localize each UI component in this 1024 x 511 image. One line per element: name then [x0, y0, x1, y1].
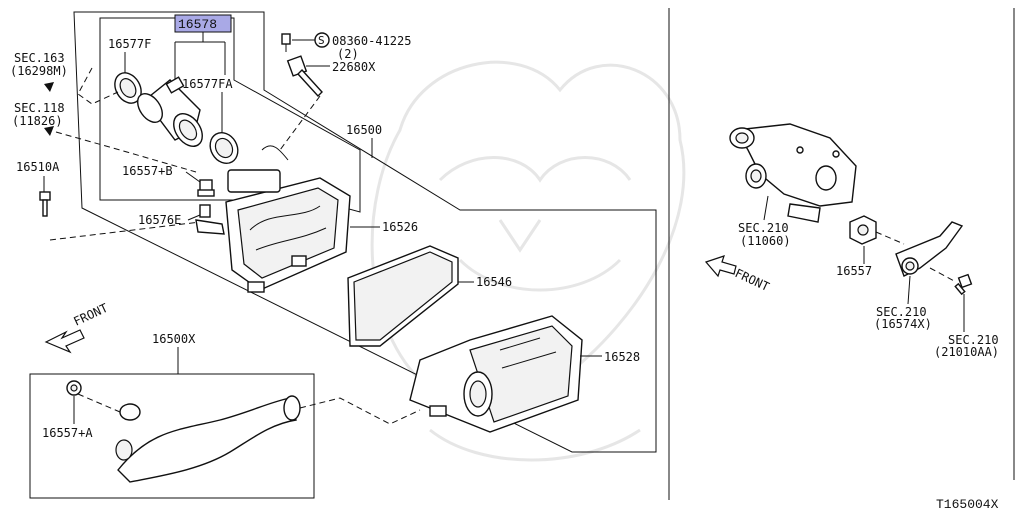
label-sec118[interactable]: SEC.118 — [14, 101, 65, 115]
label-sec210-21010aa-sub: (21010AA) — [934, 345, 999, 359]
dash-16510a — [49, 221, 201, 241]
label-16500x[interactable]: 16500X — [152, 332, 196, 346]
watermark-emblem — [370, 60, 686, 462]
clamp-16577fa-inner — [214, 137, 234, 159]
dash-16500x — [299, 397, 421, 425]
assembly-16500-outline — [73, 11, 657, 453]
label-16528[interactable]: 16528 — [604, 350, 640, 364]
dash-22680x — [279, 95, 321, 151]
grommet-16557a — [66, 380, 82, 396]
label-08360[interactable]: 08360-41225 — [332, 34, 411, 48]
sensor-22680x — [286, 55, 323, 98]
thermostat-housing-11060 — [729, 123, 857, 223]
front-arrow-right — [704, 255, 737, 278]
label-16557b[interactable]: 16557+B — [122, 164, 173, 178]
label-sec118-sub: (11826) — [12, 114, 63, 128]
air-cleaner-case-16526 — [225, 145, 351, 293]
arrow-sec118 — [44, 126, 54, 136]
label-16557[interactable]: 16557 — [836, 264, 872, 278]
bolt-21010aa — [954, 273, 973, 296]
screw-08360 — [281, 33, 291, 52]
label-16577f[interactable]: 16577F — [108, 37, 151, 51]
label-16578[interactable]: 16578 — [178, 17, 217, 32]
air-duct-16500x — [115, 395, 301, 483]
dash-16557 — [875, 231, 905, 245]
label-sec163[interactable]: SEC.163 — [14, 51, 65, 65]
label-22680x[interactable]: 22680X — [332, 60, 376, 74]
leader-sec210-11060 — [763, 195, 769, 221]
dash-sec163 — [77, 67, 119, 105]
arrow-sec163 — [44, 82, 54, 92]
air-flow-sensor-16578 — [136, 76, 203, 147]
clamp-16577f-inner — [119, 78, 137, 98]
leader-16576e — [187, 214, 201, 221]
label-sec163-sub: (16298M) — [10, 64, 68, 78]
label-sec210-21010aa[interactable]: SEC.210 — [948, 333, 999, 347]
leader-16557b — [185, 171, 201, 183]
screw-symbol: S — [318, 34, 325, 47]
label-08360-qty: (2) — [337, 47, 359, 61]
dash-16557a — [77, 393, 121, 413]
label-sec210-11060[interactable]: SEC.210 — [738, 221, 789, 235]
label-16557a[interactable]: 16557+A — [42, 426, 93, 440]
bracket-16574x — [895, 221, 964, 277]
assembly-16578-outline — [99, 17, 361, 213]
front-arrow-left — [44, 329, 85, 354]
leader-sec210-16574x — [907, 275, 911, 305]
label-front-left: FRONT — [71, 301, 110, 329]
screw-symbol-circle — [314, 32, 330, 48]
diagram-code: T165004X — [936, 497, 999, 511]
box-16500x — [29, 373, 315, 499]
dash-sec118 — [55, 131, 197, 173]
label-16526[interactable]: 16526 — [382, 220, 418, 234]
label-sec210-16574x-sub: (16574X) — [874, 317, 932, 331]
bracket-16576e — [195, 204, 225, 235]
air-cleaner-cover-16528 — [409, 315, 583, 433]
air-filter-16546 — [347, 245, 459, 347]
label-sec210-16574x[interactable]: SEC.210 — [876, 305, 927, 319]
label-16546[interactable]: 16546 — [476, 275, 512, 289]
grommet-16557b — [197, 179, 215, 197]
dash-16574x — [929, 267, 957, 283]
label-16577fa[interactable]: 16577FA — [182, 77, 233, 91]
label-sec210-11060-sub: (11060) — [740, 234, 791, 248]
label-front-right: FRONT — [733, 266, 772, 294]
label-16510a[interactable]: 16510A — [16, 160, 60, 174]
bolt-16510a — [39, 191, 51, 217]
label-16576e[interactable]: 16576E — [138, 213, 181, 227]
label-16500[interactable]: 16500 — [346, 123, 382, 137]
grommet-16557 — [849, 215, 877, 245]
